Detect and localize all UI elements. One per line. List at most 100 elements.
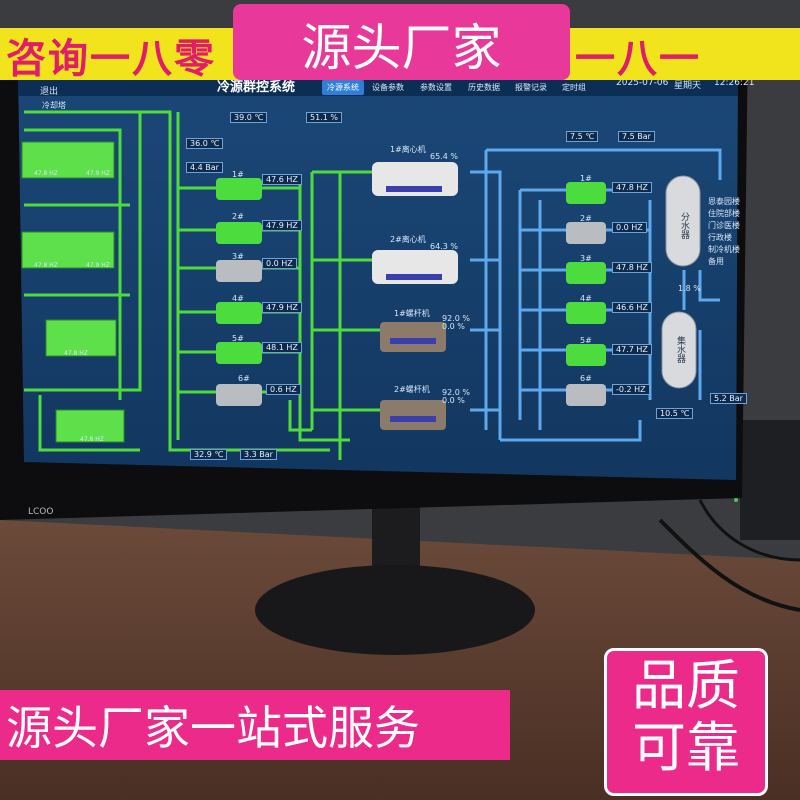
cooling-pump-2-freq: 47.9 HZ — [262, 220, 302, 231]
chilled-pumps — [566, 182, 606, 406]
cooling-pump-1-freq: 47.6 HZ — [262, 174, 302, 185]
chiller-3-load2: 0.0 % — [442, 322, 465, 331]
chilled-supply-temp-value: 7.5 ℃ — [566, 131, 599, 142]
chiller-4-name: 2#螺杆机 — [394, 385, 430, 394]
cooling-pump-4 — [216, 302, 262, 324]
quality-badge — [604, 648, 768, 796]
cooling-pumps — [216, 178, 262, 406]
branch-item-5: 制冷机楼 — [708, 245, 740, 254]
cooling-pump-6-name: 6# — [238, 374, 250, 383]
cooling-supply-temp-value: 36.0 ℃ — [186, 138, 224, 149]
top-banner-right-text: 一八一 — [575, 36, 701, 82]
quality-badge-line1: 品质 — [632, 654, 740, 717]
quality-badge-text: 品质 可靠 — [604, 655, 768, 779]
chilled-pump-1 — [566, 182, 606, 204]
branch-item-3: 门诊医楼 — [708, 221, 740, 230]
chilled-pump-5-freq: 47.7 HZ — [612, 344, 652, 355]
tower-2-freq: 47.9 HZ — [86, 170, 110, 177]
tab-history[interactable]: 历史数据 — [468, 83, 500, 92]
clock: 12:26:21 — [714, 78, 755, 88]
chiller-screw-1-band — [390, 338, 436, 344]
chiller-screw-1 — [380, 322, 446, 352]
chiller-3-name: 1#螺杆机 — [394, 309, 430, 318]
chilled-pump-5-name: 5# — [580, 336, 592, 345]
cooling-tower-3 — [45, 319, 117, 357]
side-equipment — [740, 420, 800, 540]
branch-item-1: 恩泰园楼 — [708, 197, 740, 206]
outdoor-humidity-value: 51.1 % — [306, 112, 342, 123]
cable — [698, 499, 800, 562]
cooling-pump-6 — [216, 384, 262, 406]
chilled-pump-4-freq: 46.6 HZ — [612, 302, 652, 313]
chilled-pump-3 — [566, 262, 606, 284]
chilled-pump-2-name: 2# — [580, 214, 592, 223]
cooling-tower-group — [21, 141, 125, 443]
tower-6-freq: 47.8 HZ — [80, 436, 104, 443]
tower-4-freq: 47.9 HZ — [86, 262, 110, 269]
chiller-4-load: 92.0 % — [442, 388, 470, 397]
tab-device-params[interactable]: 设备参数 — [372, 83, 404, 92]
cooling-pump-5-freq: 48.1 HZ — [262, 342, 302, 353]
cooling-tower-label: 冷却塔 — [42, 101, 66, 110]
chilled-pump-4-name: 4# — [580, 294, 592, 303]
branch-item-6: 备用 — [708, 257, 724, 266]
chilled-pump-6-name: 6# — [580, 374, 592, 383]
tab-alarm-log[interactable]: 报警记录 — [515, 83, 547, 92]
branch-item-4: 行政楼 — [708, 233, 732, 242]
chillers — [372, 162, 458, 430]
chiller-4-load2: 0.0 % — [442, 396, 465, 405]
monitor-stand-base — [255, 565, 535, 655]
cable — [658, 518, 800, 612]
supply-header-label: 分水器 — [679, 212, 689, 239]
cooling-pump-3-freq: 0.0 HZ — [262, 258, 297, 269]
chilled-pump-1-freq: 47.8 HZ — [612, 182, 652, 193]
supply-header-tank — [665, 175, 701, 267]
outdoor-temp-value: 39.0 ℃ — [230, 112, 268, 123]
cooling-pump-4-freq: 47.9 HZ — [262, 302, 302, 313]
cooling-return-temp-value: 32.9 ℃ — [190, 449, 228, 460]
chiller-2-load: 64.3 % — [430, 242, 458, 251]
branch-item-2: 住院部楼 — [708, 209, 740, 218]
chiller-centrifugal-2-band — [386, 274, 442, 280]
cooling-pump-1 — [216, 178, 262, 200]
tab-param-settings[interactable]: 参数设置 — [420, 83, 452, 92]
cooling-pump-3-name: 3# — [232, 252, 244, 261]
chiller-2-name: 2#离心机 — [390, 235, 426, 244]
cooling-pump-2 — [216, 222, 262, 244]
chilled-pump-4 — [566, 302, 606, 324]
system-title: 冷源群控系统 — [217, 80, 296, 95]
cooling-tower-2 — [21, 231, 115, 269]
chilled-return-temp-value: 10.5 ℃ — [656, 408, 694, 419]
cooling-pump-6-freq: 0.6 HZ — [266, 384, 301, 395]
watermark-title: 源头厂家 — [301, 19, 502, 77]
chilled-supply-pressure-value: 7.5 Bar — [618, 131, 655, 142]
cooling-pump-1-name: 1# — [232, 170, 244, 179]
return-header-label: 集水器 — [675, 336, 685, 363]
chilled-pipe-network — [470, 148, 722, 442]
chilled-pump-6-freq: -0.2 HZ — [612, 384, 650, 395]
chiller-3-load: 92.0 % — [442, 314, 470, 323]
cooling-tower-4 — [55, 409, 125, 443]
bottom-left-banner — [0, 690, 510, 760]
quality-badge-line2: 可靠 — [632, 716, 740, 779]
tab-cold-source-system[interactable]: 冷源系统 — [322, 80, 364, 95]
cooling-pump-2-name: 2# — [232, 212, 244, 221]
weekday: 星期天 — [674, 81, 702, 91]
chilled-pump-3-freq: 47.8 HZ — [612, 262, 652, 273]
cooling-pump-5 — [216, 342, 262, 364]
chilled-pump-2-freq: 0.0 HZ — [612, 222, 647, 233]
exit-button[interactable]: 退出 — [40, 87, 59, 97]
cooling-supply-pressure-value: 4.4 Bar — [186, 162, 223, 173]
chilled-pump-6 — [566, 384, 606, 406]
tower-5-freq: 47.8 HZ — [64, 350, 88, 357]
monitor-brand-logo: LCOO — [28, 507, 53, 517]
cooling-pump-5-name: 5# — [232, 334, 244, 343]
power-led — [734, 498, 738, 502]
chilled-pump-2 — [566, 222, 606, 244]
date: 2025-07-06 — [616, 78, 669, 88]
chiller-1-name: 1#离心机 — [390, 145, 426, 154]
chilled-return-pressure-value: 5.2 Bar — [710, 393, 747, 404]
tab-schedule[interactable]: 定时组 — [562, 83, 586, 92]
